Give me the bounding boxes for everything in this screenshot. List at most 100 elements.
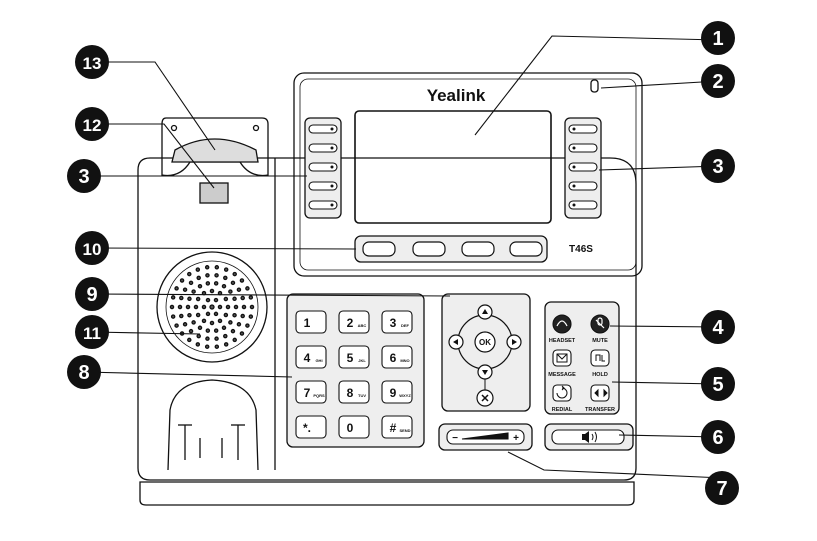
soft-key-4[interactable] (509, 241, 543, 257)
callout-number: 5 (712, 374, 723, 396)
speaker-hole (205, 328, 211, 333)
hold-icon (595, 354, 605, 362)
keypad-key-digit: 2 (347, 316, 354, 330)
redial-label: REDIAL (552, 407, 573, 413)
speaker-hole (213, 328, 219, 333)
speaker-hole (196, 275, 201, 281)
chevron-right-icon (512, 339, 517, 345)
speaker-hole (221, 325, 227, 331)
line-key-led-icon (572, 203, 576, 207)
keypad-key[interactable] (338, 415, 370, 439)
speaker-hole (248, 295, 254, 300)
callout-marker (67, 159, 101, 193)
speaker-hole (204, 265, 210, 270)
speaker-hole (195, 312, 201, 318)
keypad-key-digit: 1 (304, 316, 311, 330)
keypad-key-digit: 3 (390, 316, 397, 330)
speaker-hole (209, 320, 215, 326)
left-line-key-3[interactable] (308, 162, 338, 172)
line-key-led-icon (572, 184, 576, 188)
speaker-hole (209, 304, 215, 310)
callout-number: 3 (712, 156, 723, 178)
callout-marker (67, 355, 101, 389)
keypad-key[interactable] (295, 345, 327, 369)
right-line-key-1[interactable] (568, 124, 598, 134)
message-label: MESSAGE (548, 372, 576, 378)
right-line-key-2[interactable] (568, 143, 598, 153)
keypad-key-digit: 8 (347, 386, 354, 400)
right-line-key-5[interactable] (568, 200, 598, 210)
keypad-key[interactable] (381, 310, 413, 334)
speaker-hole (170, 314, 176, 319)
callout-marker (701, 149, 735, 183)
speaker-hole (188, 280, 194, 286)
callout-number: 1 (712, 28, 723, 50)
callout-number: 8 (78, 362, 89, 384)
callout-number: 13 (83, 54, 102, 73)
speaker-hole (214, 336, 219, 341)
line-key-led-icon (572, 127, 576, 131)
transfer-key[interactable] (590, 384, 610, 402)
speaker-hole (239, 331, 245, 336)
speaker-hole (240, 313, 245, 319)
keypad-key[interactable] (338, 380, 370, 404)
speaker-icon (582, 431, 589, 443)
soft-key-2[interactable] (412, 241, 446, 257)
callout-number: 7 (716, 478, 727, 500)
left-line-key-1[interactable] (308, 124, 338, 134)
line-key-led-icon (572, 146, 576, 150)
speaker-hole (214, 273, 219, 278)
keypad-key[interactable] (295, 415, 327, 439)
soft-key-3[interactable] (461, 241, 495, 257)
speaker-hole (232, 337, 237, 343)
keypad-key[interactable] (381, 380, 413, 404)
message-key[interactable] (552, 349, 572, 367)
keypad-key[interactable] (338, 310, 370, 334)
speaker-hole (223, 312, 229, 318)
keypad-key[interactable] (381, 415, 413, 439)
speaker-hole (197, 325, 203, 331)
speaker-hole (236, 322, 242, 327)
speaker-hole (205, 336, 210, 341)
right-line-key-3[interactable] (568, 162, 598, 172)
keypad-key[interactable] (338, 345, 370, 369)
lcd-screen (354, 110, 552, 224)
headset-key[interactable] (552, 314, 572, 334)
transfer-icon (594, 388, 608, 398)
speaker-hole (195, 267, 201, 272)
callout-marker (75, 107, 109, 141)
right-line-key-4[interactable] (568, 181, 598, 191)
speaker-hole (230, 280, 236, 286)
keypad-key-digit: # (390, 421, 397, 435)
ok-key[interactable] (474, 331, 496, 353)
volume-minus-label: − (452, 433, 458, 444)
speaker-hole (228, 320, 233, 325)
redial-key[interactable] (552, 384, 572, 402)
speaker-hole (187, 337, 192, 343)
left-line-key-4[interactable] (308, 181, 338, 191)
speaker-hole (249, 304, 255, 310)
keypad-key[interactable] (381, 345, 413, 369)
speaker-hole (188, 328, 194, 334)
callout-number: 4 (712, 317, 724, 339)
keypad-key[interactable] (295, 310, 327, 334)
keypad-key-digit: 9 (390, 386, 397, 400)
speaker-hole (174, 286, 179, 291)
speaker-hole (196, 333, 201, 339)
callout-marker (75, 315, 109, 349)
speaker-hole (179, 313, 184, 319)
keypad-key-letters: PQRS (313, 393, 325, 398)
left-line-key-2[interactable] (308, 143, 338, 153)
speaker-hole (170, 295, 176, 300)
speaker-grille (169, 265, 255, 349)
callout-marker (701, 64, 735, 98)
callout-marker (701, 310, 735, 344)
speaker-hole (209, 288, 215, 294)
callout-marker (75, 277, 109, 311)
soft-key-1[interactable] (362, 241, 396, 257)
speaker-hole (205, 311, 211, 317)
speaker-hole (221, 283, 227, 289)
left-line-key-5[interactable] (308, 200, 338, 210)
keypad-key[interactable] (295, 380, 327, 404)
speaker-hole (187, 296, 192, 302)
